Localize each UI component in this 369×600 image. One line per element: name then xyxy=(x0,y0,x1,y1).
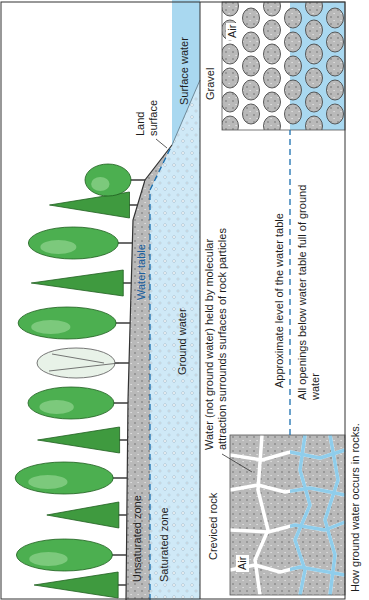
broadleaf-tree xyxy=(28,227,118,259)
label: Water table xyxy=(135,244,148,300)
gravel-pebble xyxy=(306,116,323,130)
frame xyxy=(1,2,345,599)
gravel-pebble xyxy=(222,2,239,16)
broadleaf-tree xyxy=(15,462,113,494)
gravel-pebble xyxy=(264,20,281,40)
label: All openings below water table full of g… xyxy=(296,160,322,400)
gravel-pebble xyxy=(306,92,323,112)
tree-highlight xyxy=(91,177,109,191)
gravel-pebble xyxy=(243,56,260,76)
gravel-pebble xyxy=(285,80,302,100)
gravel-pebble xyxy=(327,56,344,76)
gravel-pebble xyxy=(264,44,281,64)
label: Ground water xyxy=(176,308,189,375)
leader-line xyxy=(156,139,167,148)
gravel-pebble xyxy=(285,56,302,76)
broadleaf-tree xyxy=(28,387,114,419)
ground-water-zone xyxy=(150,0,200,600)
label: Air xyxy=(226,23,239,40)
rock-cracks-water xyxy=(290,435,345,595)
rock-cracks xyxy=(230,435,345,595)
gravel-pebble xyxy=(306,20,323,40)
gravel-outline xyxy=(222,2,345,130)
gravel-pebble xyxy=(222,92,239,112)
tree-highlight xyxy=(40,240,76,254)
gravel-pebble xyxy=(285,8,302,28)
gravel-pebble xyxy=(264,116,281,130)
broadleaf-tree xyxy=(85,164,131,196)
label: Surface water xyxy=(178,37,191,105)
conifer-tree xyxy=(50,192,130,218)
label: Approximate level of the water table xyxy=(273,213,286,388)
gravel-pebble xyxy=(264,68,281,88)
gravel-pebble xyxy=(306,44,323,64)
gravel-pebble xyxy=(327,8,344,28)
unsaturated-zone xyxy=(126,145,172,600)
creviced-rock-ground xyxy=(230,435,345,595)
gravel-pebble xyxy=(243,32,260,52)
gravel-pebble xyxy=(285,104,302,124)
label: Land surface xyxy=(134,90,160,136)
gravel-pebbles xyxy=(222,2,344,130)
tree-highlight xyxy=(28,475,67,489)
gravel-pebble xyxy=(327,32,344,52)
figure-caption: How ground water occurs in rocks. xyxy=(349,423,362,592)
tree-branches xyxy=(49,354,119,371)
water-table-dashed xyxy=(289,130,290,435)
conifer-tree xyxy=(38,427,120,453)
water-table-line xyxy=(150,145,172,600)
panel-divider xyxy=(200,2,201,599)
gravel-pebble xyxy=(285,32,302,52)
tree-highlight xyxy=(29,552,67,566)
land-surface-line xyxy=(126,145,172,600)
gravel-pebble xyxy=(243,8,260,28)
gravel-pebble xyxy=(327,104,344,124)
conifer-tree xyxy=(34,572,118,598)
gravel-pebble xyxy=(306,2,323,16)
label: Saturated zone xyxy=(158,507,171,582)
gravel-pebble xyxy=(264,92,281,112)
trees xyxy=(15,164,145,598)
gravel-pebble xyxy=(243,80,260,100)
rock-outline xyxy=(230,435,345,595)
label: Gravel xyxy=(204,68,217,100)
gravel-pebble xyxy=(327,80,344,100)
conifer-tree xyxy=(47,502,119,528)
broadleaf-tree xyxy=(18,307,116,339)
surface-water xyxy=(172,0,200,145)
label: Creviced rock xyxy=(207,493,220,560)
gravel-pebble xyxy=(222,116,239,130)
gravel-pebble xyxy=(264,2,281,16)
tree-highlight xyxy=(31,320,70,334)
label: Unsaturated zone xyxy=(131,495,144,582)
tree-highlight xyxy=(39,400,73,414)
gravel-pebble xyxy=(222,44,239,64)
gravel-pebble xyxy=(222,20,239,40)
gravel-pebble xyxy=(222,68,239,88)
label: Water (not ground water) held by molecul… xyxy=(203,200,229,450)
broadleaf-tree xyxy=(16,539,112,571)
leader-line xyxy=(222,454,252,472)
conifer-tree xyxy=(31,270,123,296)
label: Air xyxy=(236,555,249,572)
gravel-pebble xyxy=(243,104,260,124)
gravel-air xyxy=(222,2,290,130)
gravel-pebble xyxy=(306,68,323,88)
